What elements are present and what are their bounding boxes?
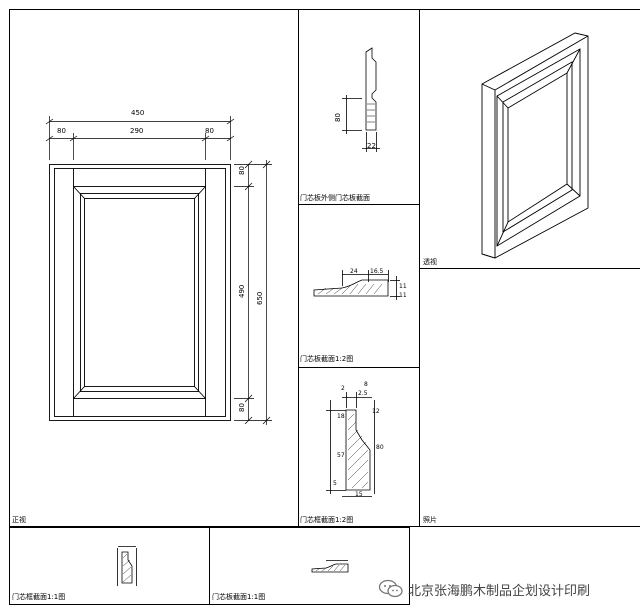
- dim-frame-e: 57: [337, 452, 345, 459]
- frame-section-label: 门芯框截面1:2图: [300, 516, 354, 524]
- front-dimension-lines: [45, 116, 272, 425]
- stile-section-label: 门芯板外侧门芯板截面: [300, 194, 370, 202]
- bottom-panel-section-label: 门芯板截面1:1图: [212, 593, 266, 601]
- dim-overall-height: 650: [256, 291, 264, 305]
- dim-frame-f: 80: [376, 444, 384, 451]
- dim-panel-height: 490: [238, 284, 246, 298]
- dim-stile-width: 22: [367, 142, 376, 150]
- dim-frame-d: 12: [372, 408, 380, 415]
- dim-overall-width: 450: [131, 109, 145, 117]
- dim-top-rail: 80: [238, 166, 246, 175]
- dim-stile-height: 80: [334, 113, 342, 122]
- bottom-panel-section-drawing: [311, 560, 349, 573]
- dim-frame-h: 5: [333, 480, 337, 487]
- dim-frame-i: 15: [355, 491, 363, 498]
- dim-middle-width: 290: [130, 127, 144, 135]
- bottom-frame-section-label: 门芯框截面1:1图: [12, 593, 66, 601]
- dim-left-stile: 80: [57, 127, 66, 135]
- watermark: 北京张海鹏木制品企划设计印刷: [378, 578, 640, 600]
- dim-panel-b: 16.5: [370, 268, 384, 275]
- wechat-icon: [378, 579, 403, 598]
- watermark-text: 北京张海鹏木制品企划设计印刷: [408, 583, 591, 599]
- perspective-door: [481, 32, 589, 259]
- dim-bottom-rail: 80: [238, 403, 246, 412]
- front-view-door: [49, 164, 231, 421]
- frame-section-drawing: [326, 392, 375, 497]
- perspective-label: 透视: [423, 258, 437, 266]
- dim-frame-g: 18: [337, 413, 345, 420]
- dim-frame-a: 2: [341, 385, 345, 392]
- stile-section-drawing: [342, 47, 380, 152]
- dim-panel-c: 11: [399, 283, 407, 290]
- dim-frame-b: 2.5: [358, 390, 368, 397]
- panel-edge-section-drawing: [313, 270, 400, 300]
- dim-right-stile: 80: [205, 127, 214, 135]
- bottom-frame-section-drawing: [117, 546, 137, 586]
- front-view-label: 正视: [12, 516, 26, 524]
- panel-section-label: 门芯板截面1:2图: [300, 355, 354, 363]
- dim-frame-c: 8: [364, 381, 368, 388]
- dim-panel-a: 24: [350, 268, 358, 275]
- dim-panel-d: 11: [399, 292, 407, 299]
- photo-label: 照片: [423, 516, 437, 524]
- sheet-border: [9, 9, 640, 605]
